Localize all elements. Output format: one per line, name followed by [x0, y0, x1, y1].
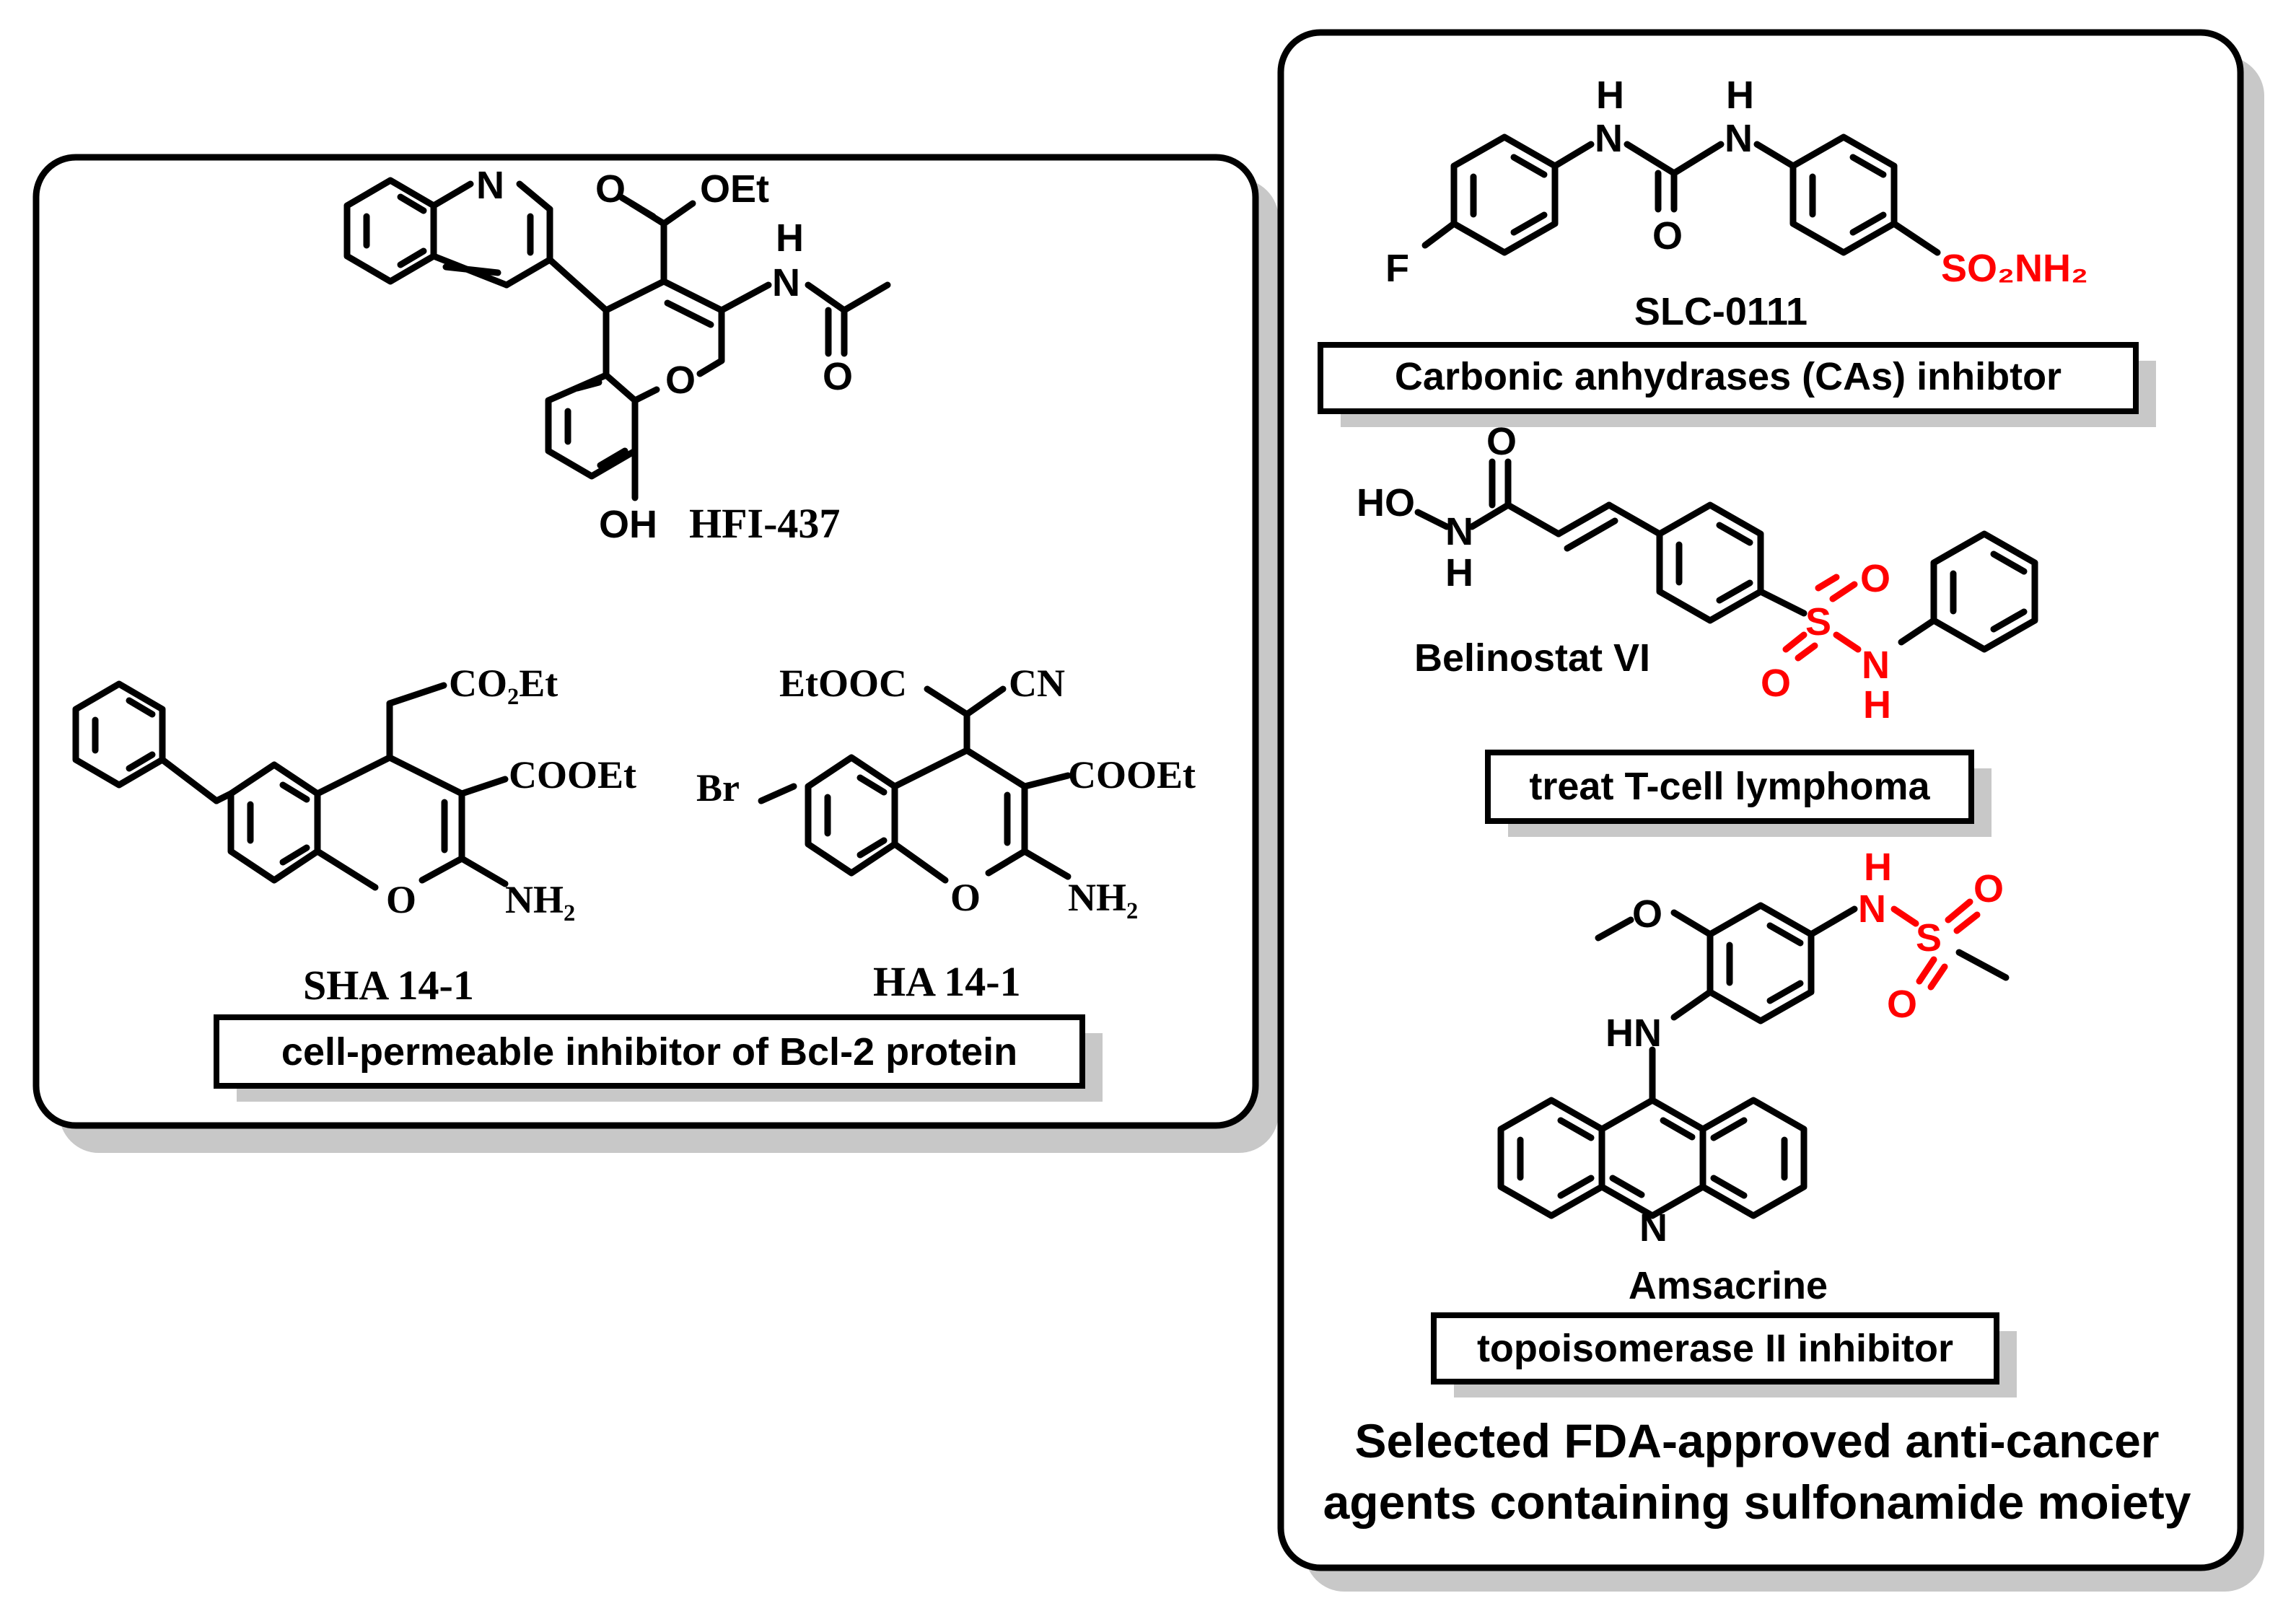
- hfi-o-ring-label: O: [665, 359, 696, 402]
- right-panel-title-line2: agents containing sulfonamide moiety: [1323, 1475, 2191, 1529]
- left-caption-box: [214, 1014, 1085, 1089]
- slc-h1-label: H: [1596, 74, 1624, 117]
- slc-caption: Carbonic anhydrases (CAs) inhibtor: [1395, 355, 2061, 398]
- bel-n2-label: N: [1862, 644, 1890, 687]
- sha-14-1-name: SHA 14-1: [303, 962, 474, 1009]
- hfi-437-name: HFI-437: [689, 500, 840, 547]
- slc-n2-label: N: [1725, 117, 1753, 160]
- ams-n-acridine-label: N: [1639, 1206, 1668, 1250]
- bel-h-label: H: [1445, 551, 1473, 594]
- ams-h-label: H: [1864, 846, 1892, 889]
- slc-0111-structure: [1421, 133, 1941, 256]
- ha-cooet-label: COOEt: [1068, 753, 1196, 797]
- right-panel-title-line1: Selected FDA-approved anti-cancer: [1355, 1414, 2160, 1467]
- ams-o1-label: O: [1973, 867, 2004, 910]
- bel-o1-label: O: [1860, 557, 1890, 600]
- ha-nh2-label: NH₂: [1068, 876, 1138, 919]
- ams-s-label: S: [1916, 916, 1942, 960]
- bel-o-label: O: [1486, 420, 1517, 463]
- hfi-n-amide-label: N: [772, 261, 800, 304]
- sha-co2et-label: CO₂Et: [449, 662, 558, 705]
- ha-cn-label: CN: [1009, 662, 1065, 705]
- slc-caption-box: [1318, 342, 2139, 414]
- ha-br-label: Br: [696, 766, 740, 809]
- bel-n-label: N: [1445, 510, 1473, 553]
- ams-hn-label: HN: [1605, 1012, 1662, 1055]
- ams-caption: topoisomerase II inhibitor: [1477, 1327, 1953, 1370]
- slc-so2nh2-label: SO₂NH₂: [1941, 247, 2088, 290]
- ams-o-methoxy-label: O: [1632, 892, 1662, 936]
- slc-0111-name: SLC-0111: [1634, 290, 1808, 333]
- sha-14-1-structure: [72, 680, 509, 891]
- hfi-n-label: N: [476, 164, 504, 207]
- bel-s-label: S: [1805, 600, 1831, 644]
- slc-f-label: F: [1385, 247, 1409, 290]
- hfi-h-label: H: [776, 216, 804, 260]
- hfi-o-amide-label: O: [823, 355, 853, 398]
- amsacrine-structure: [1497, 898, 2010, 1219]
- hfi-o-ester-label: O: [595, 167, 626, 211]
- sha-cooet-label: COOEt: [509, 753, 636, 797]
- slc-h2-label: H: [1726, 74, 1754, 117]
- slc-n1-label: N: [1595, 117, 1623, 160]
- bel-caption: treat T-cell lymphoma: [1529, 765, 1930, 808]
- belinostat-name: Belinostat VI: [1414, 636, 1650, 680]
- hfi-oet-label: OEt: [700, 167, 769, 211]
- slc-o-label: O: [1652, 214, 1683, 258]
- amsacrine-name: Amsacrine: [1629, 1264, 1828, 1307]
- ha-14-1-structure: [758, 685, 1072, 884]
- sha-nh2-label: NH₂: [505, 878, 575, 921]
- hfi-oh-label: OH: [599, 503, 657, 546]
- bel-caption-box: [1485, 750, 1974, 824]
- left-caption: cell-permeable inhibitor of Bcl-2 protei…: [281, 1030, 1017, 1074]
- bel-o2-label: O: [1761, 662, 1791, 705]
- belinostat-structure: [1414, 458, 2038, 662]
- left-panel: [32, 154, 1259, 1129]
- bel-ho-label: HO: [1357, 481, 1415, 525]
- hfi-437-structure: [343, 177, 891, 501]
- bel-h2-label: H: [1863, 683, 1891, 727]
- ams-n-label: N: [1858, 887, 1886, 931]
- ams-caption-box: [1431, 1312, 1999, 1385]
- ha-14-1-name: HA 14-1: [873, 958, 1021, 1005]
- ha-etooc-label: EtOOC: [779, 662, 907, 705]
- sha-o-label: O: [386, 878, 416, 921]
- ams-o2-label: O: [1887, 983, 1917, 1026]
- ha-o-label: O: [950, 876, 981, 919]
